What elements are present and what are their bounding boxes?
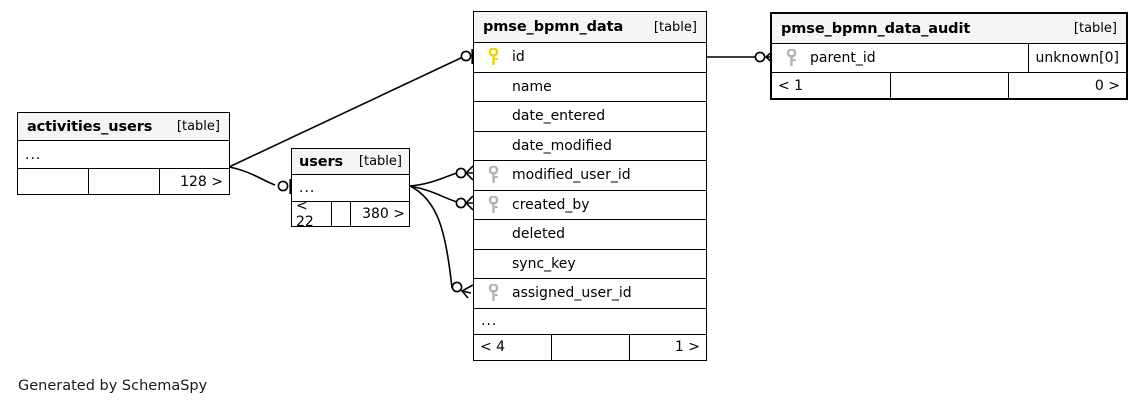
column-type: unknown[0] (1027, 44, 1126, 72)
footer-parent-count: < 1 (778, 77, 804, 94)
table-header: users [table] (292, 149, 409, 175)
primary-key-icon (474, 48, 512, 66)
table-row-id[interactable]: id (474, 43, 706, 73)
table-type-tag: [table] (1073, 21, 1117, 36)
table-row-date-entered[interactable]: date_entered (474, 102, 706, 132)
column-name: created_by (512, 196, 590, 213)
footer-child-count: 1 > (628, 334, 707, 360)
table-row-parent-id[interactable]: parent_id unknown[0] (772, 44, 1126, 72)
footer-parent-count: < 4 (480, 339, 506, 355)
table-activities-users[interactable]: activities_users [table] ... 128 > (17, 112, 230, 195)
table-type-tag: [table] (358, 154, 402, 169)
edge-users-to-assigned-user-id (409, 185, 453, 289)
foreign-key-icon (772, 49, 810, 67)
table-row-created-by[interactable]: created_by (474, 190, 706, 220)
column-name: name (512, 78, 552, 95)
generator-caption: Generated by SchemaSpy (18, 378, 208, 394)
footer-middle (88, 169, 158, 194)
table-footer: < 22 380 > (292, 198, 409, 230)
table-title: pmse_bpmn_data_audit (781, 20, 971, 37)
table-title: users (299, 153, 344, 170)
foreign-key-icon (474, 284, 512, 302)
table-title: pmse_bpmn_data (483, 19, 624, 35)
table-footer: < 4 1 > (474, 333, 707, 360)
column-name: deleted (512, 226, 565, 243)
table-row-assigned-user-id[interactable]: assigned_user_id (474, 279, 706, 309)
table-header: activities_users [table] (18, 113, 229, 141)
footer-middle (889, 73, 1008, 98)
column-name: sync_key (512, 255, 576, 272)
table-row-ellipsis[interactable]: ... (474, 308, 706, 334)
table-pmse-bpmn-data-audit[interactable]: pmse_bpmn_data_audit [table] parent_id u… (770, 12, 1128, 100)
footer-middle (551, 334, 628, 360)
footer-child-count: 0 > (1007, 73, 1126, 98)
table-pmse-bpmn-data[interactable]: pmse_bpmn_data [table] id name date_ente… (473, 11, 707, 361)
more-columns-ellipsis: ... (25, 146, 42, 163)
footer-middle (330, 202, 350, 226)
more-columns-ellipsis: ... (299, 180, 316, 196)
table-row-deleted[interactable]: deleted (474, 220, 706, 250)
table-row-name[interactable]: name (474, 72, 706, 102)
table-type-tag: [table] (176, 119, 220, 134)
column-name: parent_id (810, 50, 876, 66)
table-header: pmse_bpmn_data [table] (474, 12, 706, 43)
foreign-key-icon (474, 195, 512, 214)
table-footer: 128 > (18, 168, 229, 194)
table-row-date-modified[interactable]: date_modified (474, 131, 706, 161)
column-name: modified_user_id (512, 167, 631, 184)
table-row-modified-user-id[interactable]: modified_user_id (474, 161, 706, 191)
foreign-key-icon (474, 166, 512, 184)
edge-activities-users-to-users (228, 166, 276, 186)
footer-child-count: 380 > (349, 202, 409, 226)
edge-users-to-modified-user-id (409, 172, 458, 187)
column-name: assigned_user_id (512, 285, 632, 302)
footer-parent-count (18, 169, 88, 194)
column-name: date_modified (512, 137, 612, 154)
more-columns-ellipsis: ... (481, 313, 498, 329)
table-type-tag: [table] (653, 19, 697, 35)
footer-parent-count: < 22 (296, 198, 314, 230)
column-name: id (512, 49, 525, 66)
footer-child-count: 128 > (158, 169, 230, 194)
table-title: activities_users (27, 118, 153, 135)
table-users[interactable]: users [table] ... < 22 380 > (291, 148, 410, 230)
table-row-sync-key[interactable]: sync_key (474, 249, 706, 279)
table-row[interactable]: ... (292, 175, 409, 201)
column-name: date_entered (512, 108, 606, 125)
table-header: pmse_bpmn_data_audit [table] (772, 14, 1126, 44)
table-row[interactable]: ... (18, 141, 229, 168)
table-footer: < 1 0 > (772, 72, 1126, 98)
edge-users-to-created-by (409, 185, 458, 203)
